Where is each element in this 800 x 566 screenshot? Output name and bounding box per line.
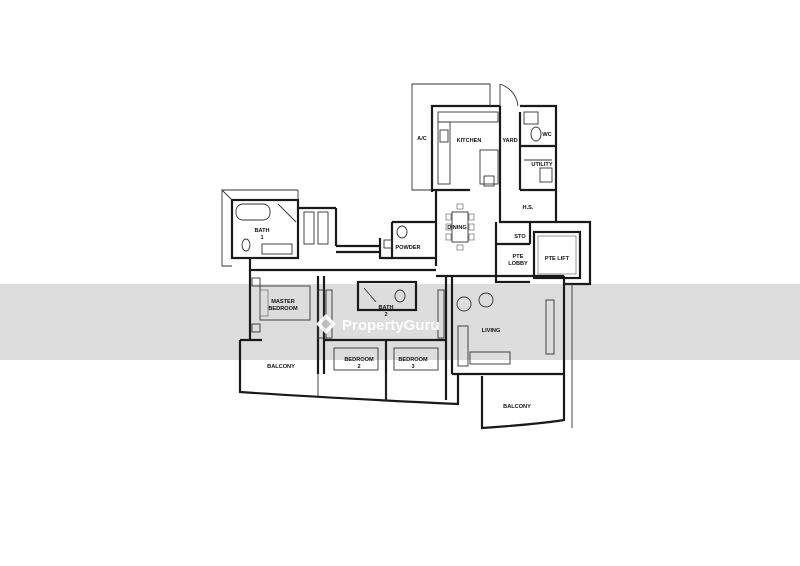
- label-balcony-left: BALCONY: [267, 364, 295, 370]
- label-living: LIVING: [482, 328, 501, 334]
- label-sto: STO: [514, 234, 526, 240]
- walls: [221, 83, 592, 430]
- watermark-band: [0, 284, 800, 360]
- watermark-text: PropertyGuru: [342, 317, 440, 334]
- label-wc: WC: [542, 132, 551, 138]
- label-kitchen: KITCHEN: [457, 138, 482, 144]
- label-bedroom2-line2: 2: [357, 364, 360, 370]
- label-yard: YARD: [502, 138, 517, 144]
- watermark: PropertyGuru: [316, 314, 440, 334]
- label-bath1-line2: 1: [260, 235, 263, 241]
- label-master-line1: MASTER: [271, 299, 295, 305]
- fixtures: [235, 111, 577, 371]
- label-pte-lift: PTE LIFT: [545, 256, 570, 262]
- label-pte-lobby-line1: PTE: [513, 254, 524, 260]
- label-bedroom3-line1: BEDROOM: [398, 357, 428, 363]
- label-bath2-line1: BATH: [378, 305, 393, 311]
- label-bath2-line2: 2: [384, 312, 387, 318]
- label-utility: UTILITY: [531, 162, 552, 168]
- label-master-line2: BEDROOM: [268, 306, 298, 312]
- label-bath1-line1: BATH: [254, 228, 269, 234]
- label-balcony-right: BALCONY: [503, 404, 531, 410]
- label-bedroom3-line2: 3: [411, 364, 414, 370]
- label-bedroom2-line1: BEDROOM: [344, 357, 374, 363]
- label-hs: H.S.: [523, 205, 534, 211]
- label-ac: A/C: [417, 136, 427, 142]
- label-powder: POWDER: [395, 245, 420, 251]
- propertyguru-logo-icon: [316, 314, 336, 334]
- label-pte-lobby-line2: LOBBY: [508, 261, 528, 267]
- room-labels: A/C KITCHEN YARD WC UTILITY H.S. STO PTE…: [254, 132, 569, 410]
- label-dining: DINING: [447, 225, 467, 231]
